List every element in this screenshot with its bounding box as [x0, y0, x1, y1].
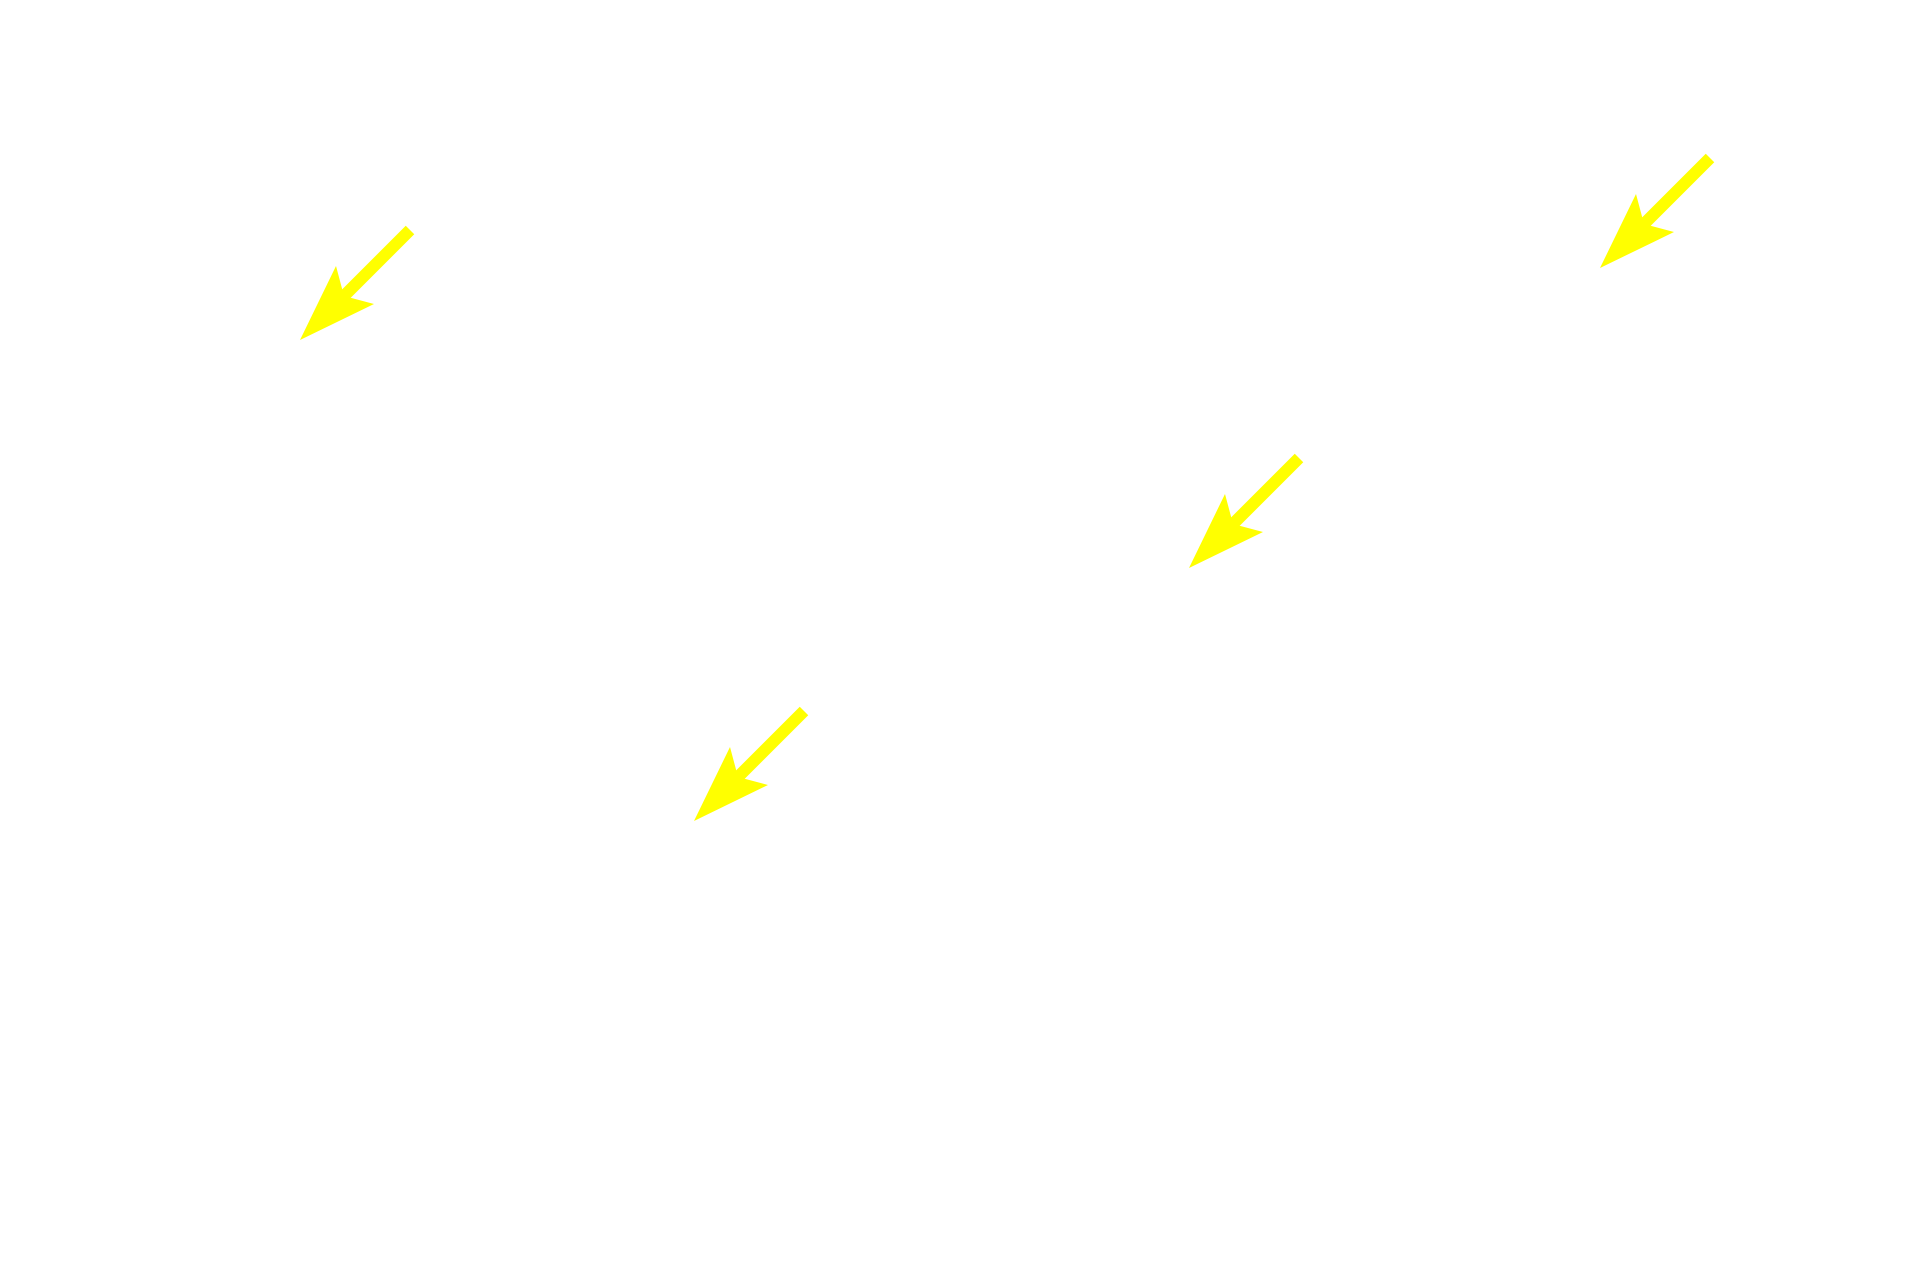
arrow-down-left-icon [1600, 153, 1715, 268]
arrow-down-left-icon [300, 225, 415, 340]
arrow-svg [1189, 453, 1304, 568]
arrow-down-left-icon [1189, 453, 1304, 568]
arrow-svg [1600, 153, 1715, 268]
arrow-svg [694, 706, 809, 821]
arrow-svg [300, 225, 415, 340]
arrow-down-left-icon [694, 706, 809, 821]
